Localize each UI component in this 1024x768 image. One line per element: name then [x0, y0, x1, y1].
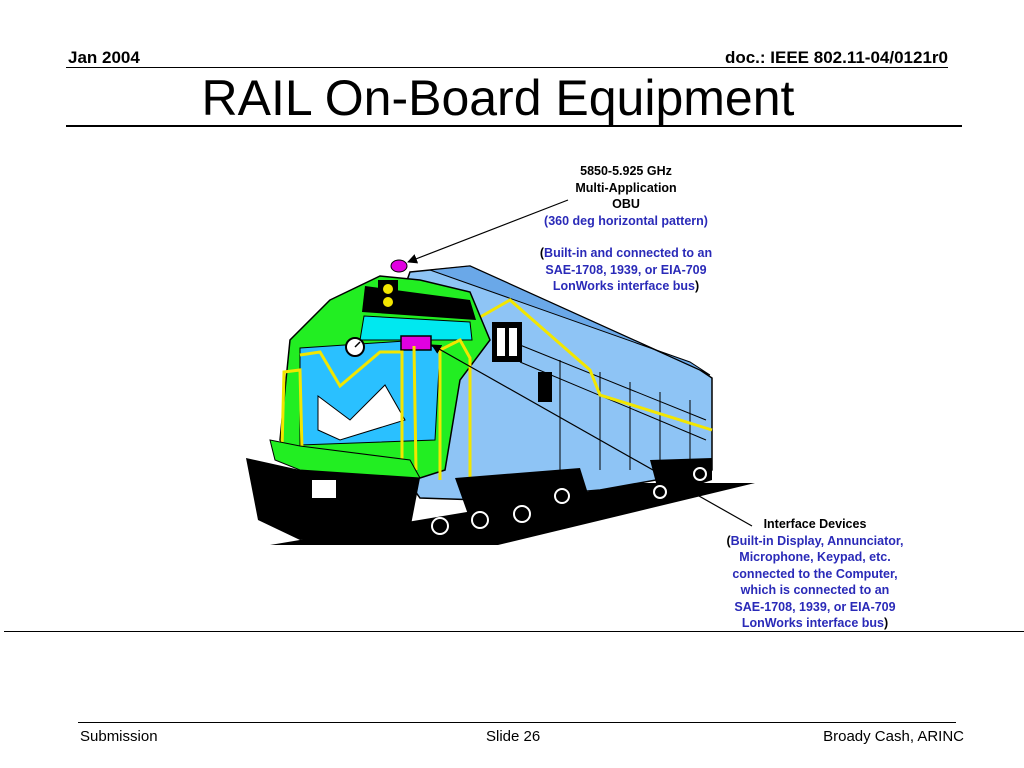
obu-application: Multi-Application [575, 180, 677, 195]
header-doc-id: doc.: IEEE 802.11-04/0121r0 [724, 48, 948, 67]
interface-open-paren: ( [726, 533, 731, 548]
hood-vents [519, 344, 707, 470]
obu-detail1: Built-in and connected to an [544, 246, 713, 260]
pilot-plow [246, 458, 420, 540]
wheel-3 [513, 505, 531, 523]
interface-detail4: which is connected to an [740, 583, 890, 597]
interface-device-box [400, 335, 432, 351]
interface-detail6: LonWorks interface bus [741, 616, 884, 630]
obu-label: OBU [612, 197, 640, 211]
front-railings [280, 338, 472, 480]
footer-slide-number: Slide 26 [486, 728, 541, 745]
cab-door [538, 372, 552, 402]
wheel-5 [653, 485, 667, 499]
interface-detail-line1: (Built-in Display, Annunciator, [700, 533, 930, 550]
cab-side-window [492, 322, 522, 362]
obu-pattern: (360 deg horizontal pattern) [544, 213, 708, 228]
antenna-dome [390, 259, 408, 273]
wheel-2 [471, 511, 489, 529]
obu-spacer [506, 229, 746, 245]
interface-callout-arrow [431, 344, 753, 527]
interface-detail5: SAE-1708, 1939, or EIA-709 [734, 599, 896, 614]
header-rule [66, 67, 948, 68]
interface-detail3: connected to the Computer, [732, 566, 898, 581]
interface-detail1: Built-in Display, Annunciator, [730, 533, 904, 548]
obu-detail2: SAE-1708, 1939, or EIA-709 [545, 262, 707, 277]
front-truck [455, 468, 590, 520]
wheel-6 [693, 467, 707, 481]
interface-detail-line6: LonWorks interface bus) [700, 615, 930, 632]
footer-submission: Submission [80, 728, 158, 745]
interface-heading: Interface Devices [763, 517, 867, 531]
headlight-bottom [383, 297, 393, 307]
interface-detail2: Microphone, Keypad, etc. [739, 550, 891, 564]
pilot-step-green [269, 439, 421, 479]
interface-close-paren: ) [884, 616, 889, 630]
slide-title: RAIL On-Board Equipment [201, 70, 795, 126]
headlight-top [383, 284, 393, 294]
obu-detail3: LonWorks interface bus [552, 279, 695, 293]
obu-callout-arrow [407, 199, 569, 264]
mid-rule [4, 631, 1024, 632]
wheel-4 [554, 488, 570, 504]
obu-detail-line1: (Built-in and connected to an [506, 245, 746, 262]
obu-detail-line3: LonWorks interface bus) [506, 278, 746, 295]
footer-rule [78, 722, 956, 723]
interface-devices-callout: Interface Devices (Built-in Display, Ann… [700, 516, 930, 632]
obu-open-paren: ( [539, 246, 545, 260]
header-date: Jan 2004 [68, 48, 140, 67]
obu-callout: 5850-5.925 GHz Multi-Application OBU (36… [506, 163, 746, 295]
windshield [359, 315, 473, 341]
front-chevron [317, 384, 406, 441]
hood-roof [429, 265, 711, 376]
footer-author: Broady Cash, ARINC [823, 728, 964, 745]
headlight-housing [378, 280, 398, 312]
wheel-1 [431, 517, 449, 535]
obu-frequency: 5850-5.925 GHz [580, 164, 672, 178]
title-rule [66, 125, 962, 127]
obu-close-paren: ) [695, 279, 700, 293]
hood-railing [439, 298, 713, 432]
